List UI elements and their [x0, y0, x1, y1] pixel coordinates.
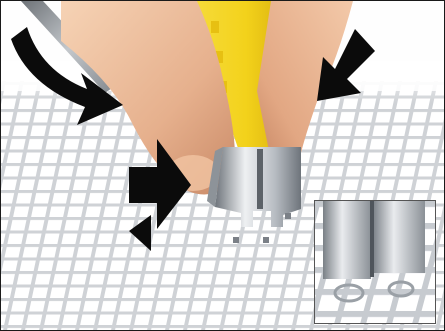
- inset-detail: [314, 200, 436, 324]
- inset-clip-right: [373, 201, 425, 273]
- inset-clip-gap: [370, 201, 374, 277]
- inset-illustration: [315, 201, 435, 323]
- inset-clip-left: [323, 201, 371, 279]
